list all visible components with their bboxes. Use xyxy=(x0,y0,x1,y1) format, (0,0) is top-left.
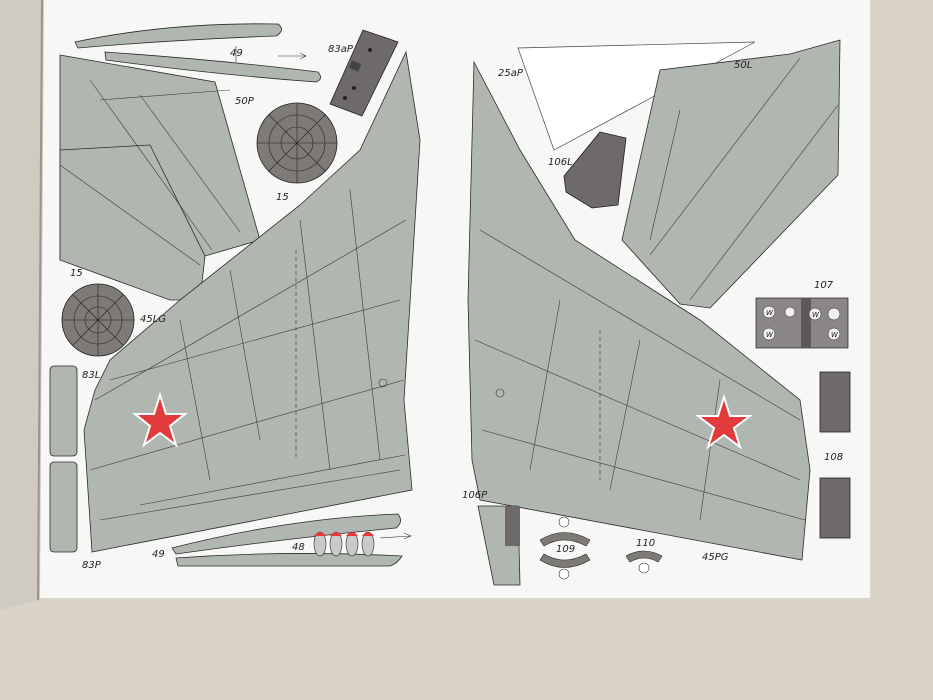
part-83aP xyxy=(329,29,399,117)
label-50L: 50L xyxy=(734,60,752,71)
label-15-top: 15 xyxy=(276,192,289,203)
arrow-49-top xyxy=(278,52,307,60)
label-109: 109 xyxy=(556,544,575,555)
label-108: 108 xyxy=(824,452,843,463)
label-110: 110 xyxy=(636,538,655,549)
label-107: 107 xyxy=(814,280,834,291)
label-45LG: 45LG xyxy=(140,314,166,325)
part-106L xyxy=(563,131,627,209)
label-83aP: 83aP xyxy=(328,44,354,55)
part-107: W W W W xyxy=(755,297,849,349)
part-106P-dark xyxy=(505,506,520,546)
part-109-arc-bottom xyxy=(539,553,591,568)
page-fold xyxy=(37,0,43,601)
label-45PG: 45PG xyxy=(702,552,729,563)
label-83L: 83L xyxy=(82,370,100,381)
part-109-circle-bottom xyxy=(558,568,570,580)
part-110-circle xyxy=(638,562,650,574)
left-page xyxy=(0,0,48,610)
label-25aP: 25aP xyxy=(498,68,524,79)
w-mark-b: W xyxy=(766,309,774,317)
w-mark-d: W xyxy=(812,311,820,319)
part-109-circle-top xyxy=(558,516,570,528)
label-15-left: 15 xyxy=(70,268,83,279)
label-49-top: 49 xyxy=(230,48,243,59)
red-star-insignia-right xyxy=(695,393,753,450)
label-106P: 106P xyxy=(462,490,488,501)
part-83P xyxy=(49,461,78,553)
part-109-arc-top xyxy=(539,532,591,547)
label-83P: 83P xyxy=(82,560,102,571)
arrow-48 xyxy=(379,532,412,540)
part-50L-flap xyxy=(621,39,841,309)
w-mark-c: W xyxy=(831,331,839,339)
red-star-insignia-left xyxy=(132,391,188,448)
label-48: 48 xyxy=(292,542,305,553)
part-49-strip-mid xyxy=(104,51,321,83)
w-mark-a: W xyxy=(766,331,774,339)
part-15-disc-left xyxy=(61,283,135,357)
part-83L xyxy=(49,365,78,457)
label-106L: 106L xyxy=(548,157,573,168)
part-110-arc xyxy=(625,550,663,563)
part-49-strip-top xyxy=(74,23,282,49)
label-50P: 50P xyxy=(235,96,255,107)
label-49-bottom: 49 xyxy=(152,549,165,560)
part-15-disc-top xyxy=(256,102,338,184)
part-49-strip-bottom xyxy=(171,513,401,555)
part-49-strip-bottom-b xyxy=(175,553,403,567)
part-50P-flap xyxy=(59,54,261,301)
part-108-b xyxy=(819,477,851,539)
part-108-a xyxy=(819,371,851,433)
part-48-rockets xyxy=(313,531,375,557)
